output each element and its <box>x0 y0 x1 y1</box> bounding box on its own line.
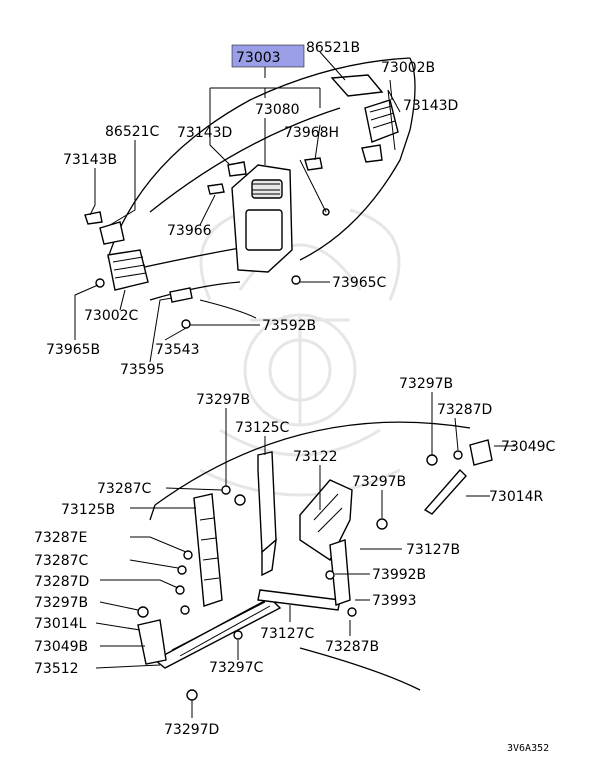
label-73003: 73003 <box>236 50 281 66</box>
label-73966: 73966 <box>167 223 212 239</box>
label-73002c: 73002C <box>84 308 139 324</box>
label-73297b-left: 73297B <box>34 595 88 611</box>
label-73297b-top-left: 73297B <box>196 392 250 408</box>
label-73297b-mid: 73297B <box>352 474 406 490</box>
label-73993: 73993 <box>372 593 417 609</box>
label-73992b: 73992B <box>372 567 426 583</box>
lower-rail-part <box>153 539 351 669</box>
small-clips <box>95 157 330 329</box>
label-73049b: 73049B <box>34 639 88 655</box>
right-vent-part <box>330 74 399 163</box>
label-73125b: 73125B <box>61 502 115 518</box>
label-73592b: 73592B <box>262 318 316 334</box>
label-73080: 73080 <box>255 102 300 118</box>
label-73014l: 73014L <box>34 616 87 632</box>
label-86521b: 86521B <box>306 40 360 56</box>
label-73512: 73512 <box>34 661 79 677</box>
left-vent-part <box>84 211 149 291</box>
highlight-box <box>231 44 305 68</box>
label-73297b-top-right: 73297B <box>399 376 453 392</box>
label-73143b: 73143B <box>63 152 117 168</box>
label-73143d-left: 73143D <box>177 125 232 141</box>
label-73287b: 73287B <box>325 639 379 655</box>
instrument-panel-outline <box>107 57 416 301</box>
label-73297c: 73297C <box>209 660 264 676</box>
left-bracket-part <box>193 493 223 607</box>
left-plate-part <box>137 619 167 665</box>
bracket-73122-part <box>299 479 353 562</box>
right-strap-part <box>423 468 467 515</box>
label-73014r: 73014R <box>489 489 544 505</box>
leader-lines <box>74 51 515 718</box>
label-73287e: 73287E <box>34 530 87 546</box>
label-73297d: 73297D <box>164 722 219 738</box>
label-86521c: 86521C <box>105 124 160 140</box>
diagram-reference-code: 3V6A352 <box>507 743 549 754</box>
label-73543: 73543 <box>155 342 200 358</box>
label-73125c: 73125C <box>235 420 290 436</box>
label-73965b: 73965B <box>46 342 100 358</box>
label-73287d-left: 73287D <box>34 574 89 590</box>
label-73965c: 73965C <box>332 275 387 291</box>
label-73287c-top: 73287C <box>97 481 152 497</box>
label-73127b: 73127B <box>406 542 460 558</box>
right-clip-part <box>469 439 493 466</box>
label-73127c: 73127C <box>260 626 315 642</box>
label-73143d-right: 73143D <box>403 98 458 114</box>
center-panel-part <box>231 164 293 273</box>
label-73595: 73595 <box>120 362 165 378</box>
label-73287c-mid: 73287C <box>34 553 89 569</box>
part-labels: 73003 86521B 73002B 73080 73143D 86521C … <box>34 40 556 754</box>
label-73049c: 73049C <box>501 439 556 455</box>
center-bracket-part <box>257 451 277 577</box>
label-73002b: 73002B <box>381 60 435 76</box>
label-73122: 73122 <box>293 449 338 465</box>
label-73968h: 73968H <box>284 125 339 141</box>
label-73287d-right: 73287D <box>437 402 492 418</box>
